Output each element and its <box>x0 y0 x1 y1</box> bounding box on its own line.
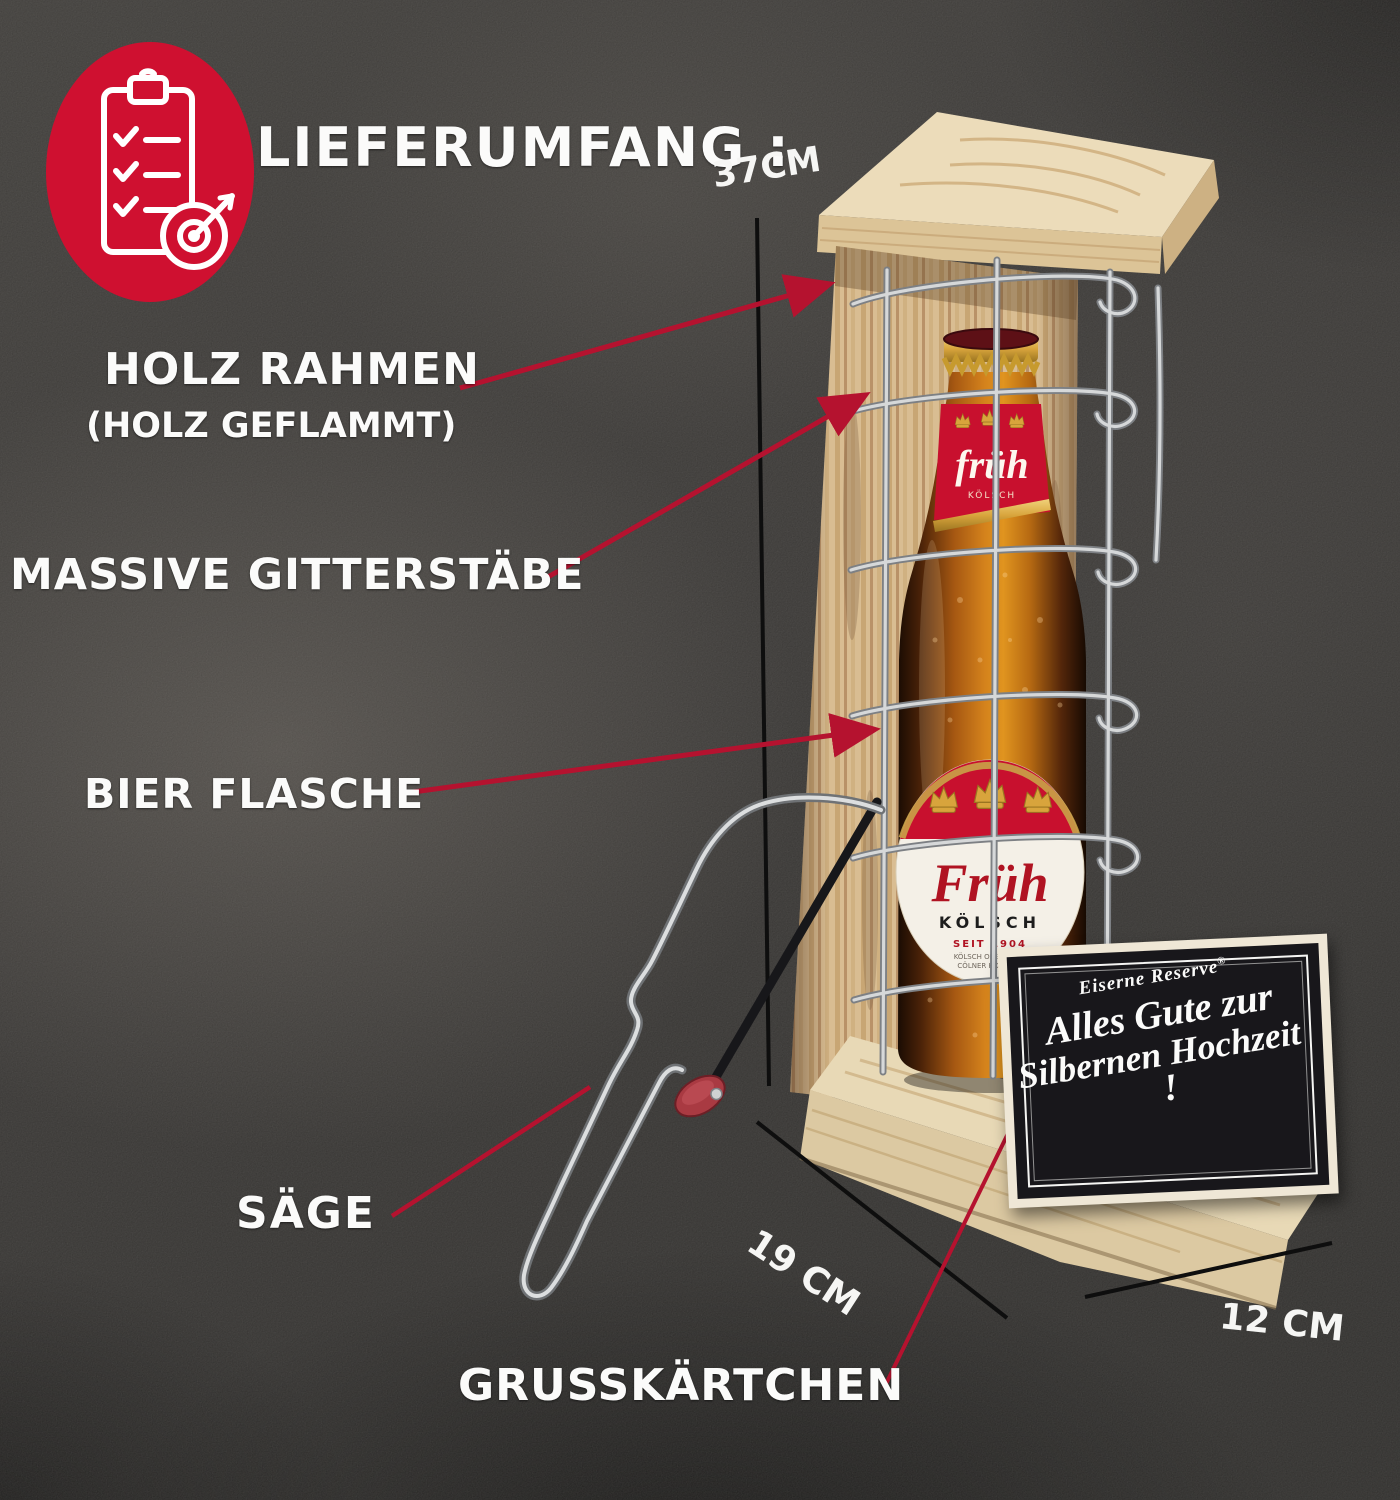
arrow-gitterstaebe <box>546 392 871 580</box>
label-gitterstaebe: MASSIVE GITTERSTÄBE <box>10 550 585 600</box>
label-fineprint-2: CÖLNER HOFBRÄU <box>957 961 1022 970</box>
arrow-holz-rahmen <box>459 274 836 391</box>
label-grusskaertchen: GRUSSKÄRTCHEN <box>458 1360 905 1411</box>
dimension-line-width <box>1084 1241 1333 1299</box>
annotation-arrows <box>390 274 1020 1389</box>
checklist-badge <box>46 42 254 302</box>
card-text-block: Eiserne Reserve® Alles Gute zur Silberne… <box>995 927 1341 1215</box>
neck-type-text: KÖLSCH <box>968 490 1016 501</box>
label-saege: SÄGE <box>236 1188 376 1239</box>
label-holz-geflammt: (HOLZ GEFLAMMT) <box>86 406 457 446</box>
greeting-card-chalkboard: Eiserne Reserve® Alles Gute zur Silberne… <box>1006 943 1330 1199</box>
wood-top-board <box>817 112 1219 274</box>
neck-brand-text: früh <box>955 442 1028 487</box>
clipboard-checklist-target-icon <box>101 68 235 270</box>
arrow-bier-flasche <box>412 713 881 795</box>
dimension-line-depth <box>755 1120 1009 1320</box>
label-since-text: SEIT 1904 <box>953 939 1027 950</box>
arrow-saege <box>390 1085 592 1218</box>
card-trademark: ® <box>1216 954 1228 968</box>
bottle-neck-label: früh KÖLSCH <box>933 404 1051 532</box>
label-type-text: KÖLSCH <box>939 913 1041 932</box>
greeting-card: Eiserne Reserve® Alles Gute zur Silberne… <box>997 933 1339 1209</box>
bottle-saw <box>524 798 881 1297</box>
saw-blade <box>701 797 882 1099</box>
dimension-lines <box>755 217 1333 1320</box>
bottle-main-label: Früh KÖLSCH SEIT 1904 KÖLSCH OBERGÄRIG C… <box>895 759 1085 985</box>
label-bier-flasche: BIER FLASCHE <box>84 770 425 818</box>
label-fineprint-1: KÖLSCH OBERGÄRIG <box>954 952 1027 961</box>
label-holz-rahmen: HOLZ RAHMEN <box>104 344 480 395</box>
bottle-cap <box>941 328 1041 378</box>
page-title: LIEFERUMFANG : <box>256 116 791 179</box>
saw-handle-grip <box>674 1074 726 1118</box>
label-brand-text: Früh <box>930 853 1048 913</box>
dimension-line-height <box>755 217 771 1087</box>
arrow-grusskaertchen <box>882 1112 1020 1389</box>
